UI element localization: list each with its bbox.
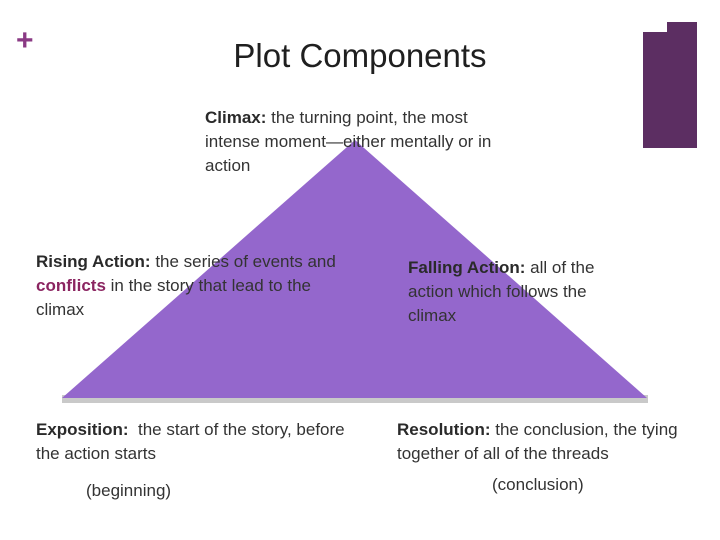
beginning-note: (beginning) — [86, 481, 172, 500]
conclusion-note: (conclusion) — [492, 475, 584, 494]
exposition-definition: the start of the story, before the actio… — [36, 420, 350, 463]
rising-action-definition-end: in the story that lead to the climax — [36, 276, 311, 319]
climax-term: Climax: — [205, 108, 267, 127]
falling-action-definition: all of the action which follows the clim… — [408, 258, 595, 325]
exposition-text: Exposition: the start of the story, befo… — [36, 418, 366, 466]
exposition-term: Exposition: — [36, 420, 129, 439]
corner-accent-notch — [643, 22, 667, 32]
resolution-definition: the conclusion, the tying together of al… — [397, 420, 678, 463]
rising-action-definition-start: the series of events and — [150, 252, 336, 271]
plot-triangle — [62, 140, 647, 398]
falling-action-term: Falling Action: — [408, 258, 526, 277]
rising-action-term: Rising Action: — [36, 252, 151, 271]
climax-text: Climax: the turning point, the most inte… — [205, 106, 525, 178]
falling-action-text: Falling Action: all of the action which … — [408, 256, 638, 328]
baseline-bar — [62, 395, 648, 403]
resolution-text: Resolution: the conclusion, the tying to… — [397, 418, 707, 466]
slide-title: Plot Components — [233, 37, 487, 74]
conflicts-keyword: conflicts — [36, 276, 106, 295]
resolution-term: Resolution: — [397, 420, 491, 439]
plus-icon: + — [16, 24, 34, 57]
climax-definition: the turning point, the most intense mome… — [205, 108, 492, 175]
corner-accent-bar — [643, 22, 697, 148]
rising-action-text: Rising Action: the series of events and … — [36, 250, 336, 322]
